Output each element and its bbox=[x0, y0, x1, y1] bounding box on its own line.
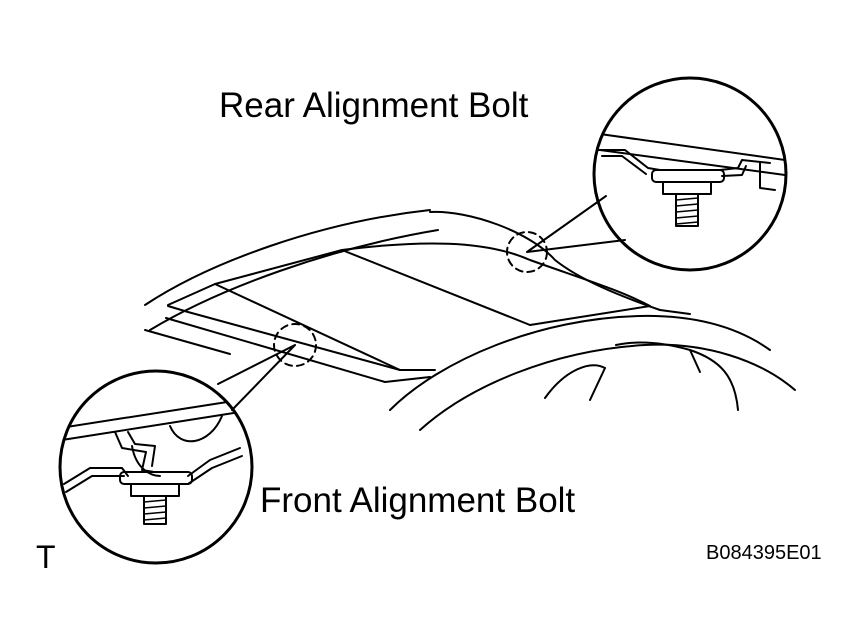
car-rear-body bbox=[389, 314, 796, 431]
front-bolt-detail-view bbox=[58, 369, 254, 565]
sunroof-glass-panel bbox=[165, 242, 651, 383]
rear-bolt-detail-view bbox=[592, 76, 788, 272]
rear-alignment-bolt-label: Rear Alignment Bolt bbox=[219, 86, 529, 125]
car-roof-outline bbox=[144, 209, 691, 355]
front-bolt-location-marker bbox=[273, 323, 317, 367]
view-code-label: T bbox=[36, 539, 56, 575]
rear-bolt-location-marker bbox=[506, 231, 548, 273]
figure-code-label: B084395E01 bbox=[706, 542, 822, 564]
front-alignment-bolt-label: Front Alignment Bolt bbox=[260, 481, 576, 520]
rear-callout-leader bbox=[526, 195, 626, 253]
front-callout-leader bbox=[217, 344, 296, 411]
